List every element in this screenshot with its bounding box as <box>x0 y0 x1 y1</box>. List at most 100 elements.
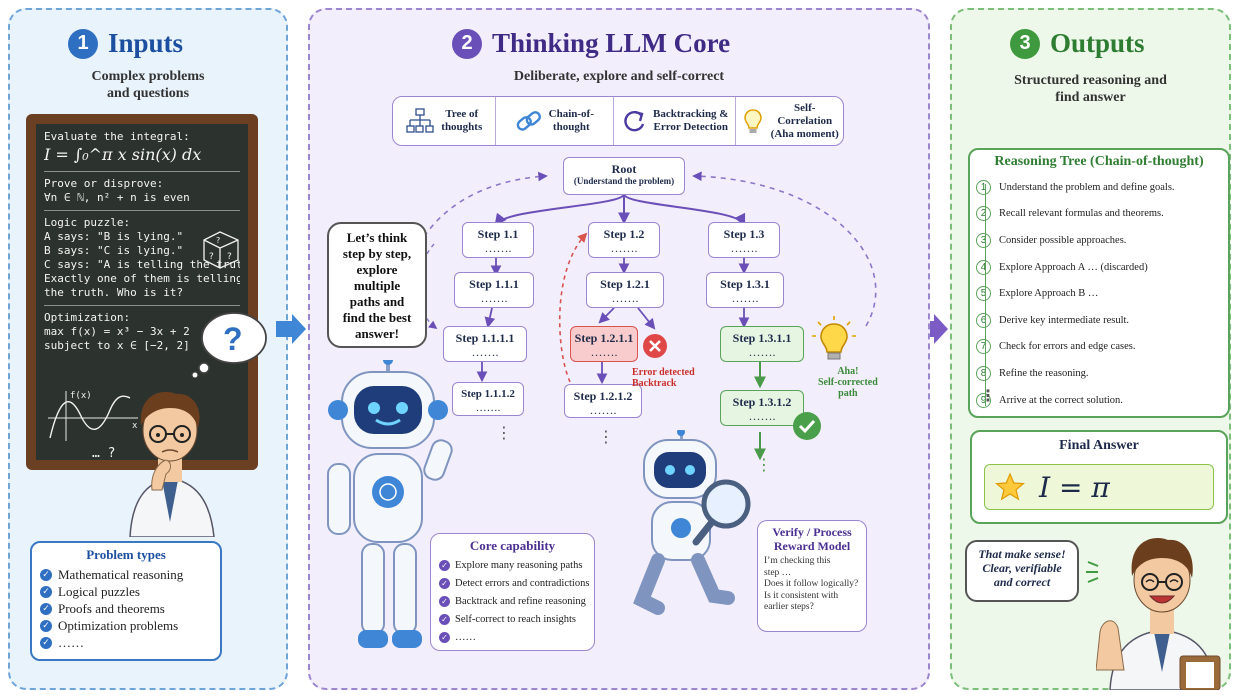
check-icon: ✓ <box>439 595 450 607</box>
root-node: Root (Understand the problem) <box>563 157 685 195</box>
board-line: C says: "A is telling the truth." <box>44 258 240 271</box>
check-icon: ✓ <box>439 631 450 643</box>
thinking-scientist-illustration <box>129 391 215 537</box>
chain-link-icon <box>516 111 541 131</box>
step-number-badge: 3 <box>1010 28 1040 59</box>
step-node: Step 1.2.1.2……. <box>564 384 642 418</box>
reasoning-tree-title: Reasoning Tree (Chain-of-thought) <box>994 154 1204 169</box>
blackboard-surface: Evaluate the integral: I = ∫₀^π x sin(x)… <box>36 124 248 461</box>
column-continues: ⋮ <box>756 455 772 474</box>
check-icon: ✓ <box>439 613 450 625</box>
capability-item: ✓Backtrack and refine reasoning <box>439 592 586 610</box>
tree-icon <box>406 108 434 133</box>
arrow-right-icon <box>276 314 306 344</box>
check-icon: ✓ <box>40 619 52 632</box>
core-title: Thinking LLM Core <box>492 28 731 58</box>
board-line: Evaluate the integral: <box>44 130 190 143</box>
correct-step-node: Step 1.3.1.1……. <box>720 326 804 362</box>
board-line: Prove or disprove: <box>44 177 164 190</box>
step-node: Step 1.1……. <box>462 222 534 258</box>
board-line: ∀n ∈ ℕ, n² + n is even <box>44 191 190 204</box>
aha-lightbulb-icon <box>812 316 856 360</box>
excitement-lines-icon <box>1086 561 1099 583</box>
error-x-icon <box>643 334 667 358</box>
question-mark-icon: ? <box>223 321 243 357</box>
core-capability-box: Core capability ✓Explore many reasoning … <box>430 533 595 651</box>
step-node: Step 1.2.1……. <box>586 272 664 308</box>
check-circle-icon <box>793 412 821 440</box>
core-subtitle: Deliberate, explore and self-correct <box>513 69 725 84</box>
problem-types-box: Problem types ✓Mathematical reasoning ✓L… <box>30 541 222 661</box>
refresh-icon <box>624 110 645 132</box>
correct-step-node: Step 1.3.1.2……. <box>720 390 804 426</box>
board-line: max f(x) = x³ − 3x + 2 <box>44 325 190 338</box>
inputs-title: Inputs <box>108 28 184 58</box>
problem-type-item: ✓…… <box>40 634 212 651</box>
board-integral: I = ∫₀^π x sin(x) dx <box>44 145 202 164</box>
capability-item: ✓Detect errors and contradictions <box>439 574 589 592</box>
function-sketch: f(x) x <box>48 391 138 441</box>
check-icon: ✓ <box>40 568 52 581</box>
final-answer-value: I = π <box>1039 470 1110 504</box>
star-icon <box>995 472 1025 501</box>
problem-type-item: ✓Proofs and theorems <box>40 600 212 617</box>
robot-illustration <box>327 360 453 648</box>
outputs-title: Outputs <box>1050 28 1145 58</box>
problem-type-item: ✓Logical puzzles <box>40 583 212 600</box>
final-answer-title: Final Answer <box>1059 438 1139 453</box>
dice-icon: ? ? ? <box>203 231 239 269</box>
reasoning-tree-connectors: ⋮ ⋮ ⋮ <box>402 171 877 474</box>
step-node: Step 1.1.1……. <box>454 272 534 308</box>
step-node: Step 1.3……. <box>708 222 780 258</box>
column-continues: ⋮ <box>598 427 614 446</box>
board-ellipsis: … ? <box>92 446 116 461</box>
svg-text:?: ? <box>227 252 232 262</box>
final-answer-value-box: I = π <box>984 464 1214 510</box>
lightbulb-icon <box>743 109 762 133</box>
problem-type-item: ✓Mathematical reasoning <box>40 566 212 583</box>
step-node: Step 1.1.1.1……. <box>443 326 527 362</box>
capability-item: ✓Self-correct to reach insights <box>439 610 586 628</box>
step-node: Step 1.1.1.2……. <box>452 382 524 416</box>
error-step-node: Step 1.2.1.1……. <box>570 326 638 362</box>
core-capability-title: Core capability <box>469 538 556 553</box>
board-line: Optimization: <box>44 311 131 324</box>
verifier-robot-illustration <box>633 430 751 615</box>
check-icon: ✓ <box>40 585 52 598</box>
check-icon: ✓ <box>40 636 52 649</box>
board-line: A says: "B is lying." <box>44 230 184 243</box>
feature-backtracking: Backtracking &Error Detection <box>614 97 737 145</box>
check-icon: ✓ <box>439 559 450 571</box>
check-icon: ✓ <box>439 577 450 589</box>
svg-text:?: ? <box>216 236 220 245</box>
core-header: 2 Thinking LLM Core <box>452 28 730 59</box>
check-icon: ✓ <box>40 602 52 615</box>
board-line: Exactly one of them is telling <box>44 272 240 285</box>
outputs-header: 3 Outputs <box>1010 28 1145 59</box>
step-number-badge: 1 <box>68 28 98 59</box>
step-node: Step 1.2……. <box>588 222 660 258</box>
plot-label: f(x) <box>70 391 92 401</box>
step-node: Step 1.3.1……. <box>706 272 784 308</box>
board-line: the truth. Who is it? <box>44 286 184 299</box>
feature-self-correlation: Self-Correlation(Aha moment) <box>736 97 843 145</box>
blackboard: Evaluate the integral: I = ∫₀^π x sin(x)… <box>26 114 258 470</box>
board-line: B says: "C is lying." <box>44 244 184 257</box>
problem-types-title: Problem types <box>86 547 166 562</box>
column-continues: ⋮ <box>496 423 512 442</box>
